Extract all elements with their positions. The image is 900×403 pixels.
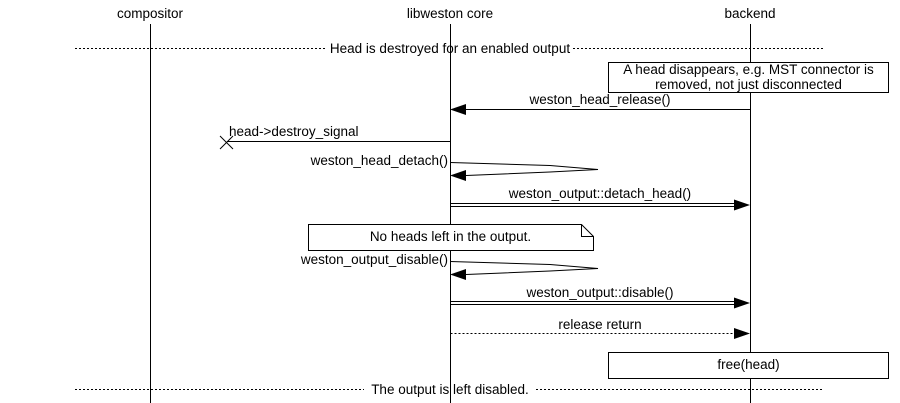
arrowhead-right-icon [734, 328, 750, 339]
participant-label-compositor: compositor [116, 6, 184, 21]
no-heads-note-text: No heads left in the output. [369, 229, 532, 244]
arrowhead-left-icon [450, 269, 466, 280]
label-output-disable: weston_output_disable() [300, 252, 448, 267]
label-release-return: release return [558, 317, 642, 332]
arrow-weston-head-release [450, 104, 750, 115]
divider-bottom-label: The output is left disabled. [371, 382, 529, 397]
arrowhead-right-icon [734, 297, 750, 309]
participant-label-libweston-core: libweston core [406, 6, 494, 21]
arrowhead-left-icon [450, 104, 466, 115]
label-weston-head-detach: weston_head_detach() [310, 153, 448, 168]
label-output-disable-vfunc: weston_output::disable() [526, 285, 674, 300]
arrow-destroy-signal [219, 135, 450, 150]
arrow-weston-head-detach-self [449, 162, 599, 181]
arrow-release-return [450, 328, 750, 339]
lost-message-x-icon [219, 135, 234, 150]
head-disappears-box-text: A head disappears, e.g. MST connector is… [623, 62, 874, 92]
free-head-box [608, 352, 889, 379]
arrow-output-disable-self [449, 261, 599, 280]
arrowhead-right-icon [734, 199, 750, 211]
no-heads-note-shape [308, 224, 594, 251]
note-fold-corner [581, 224, 594, 237]
label-weston-head-release: weston_head_release() [529, 92, 671, 107]
head-disappears-box [608, 62, 889, 93]
participant-label-backend: backend [724, 6, 776, 21]
label-destroy-signal: head->destroy_signal [229, 124, 359, 139]
label-output-detach-head: weston_output::detach_head() [508, 186, 692, 201]
arrow-output-detach-head [450, 199, 750, 211]
divider-top-label: Head is destroyed for an enabled output [329, 41, 571, 56]
free-head-box-text: free(head) [717, 357, 780, 372]
arrow-output-disable-vfunc [450, 297, 750, 309]
arrowhead-left-icon [450, 170, 466, 181]
